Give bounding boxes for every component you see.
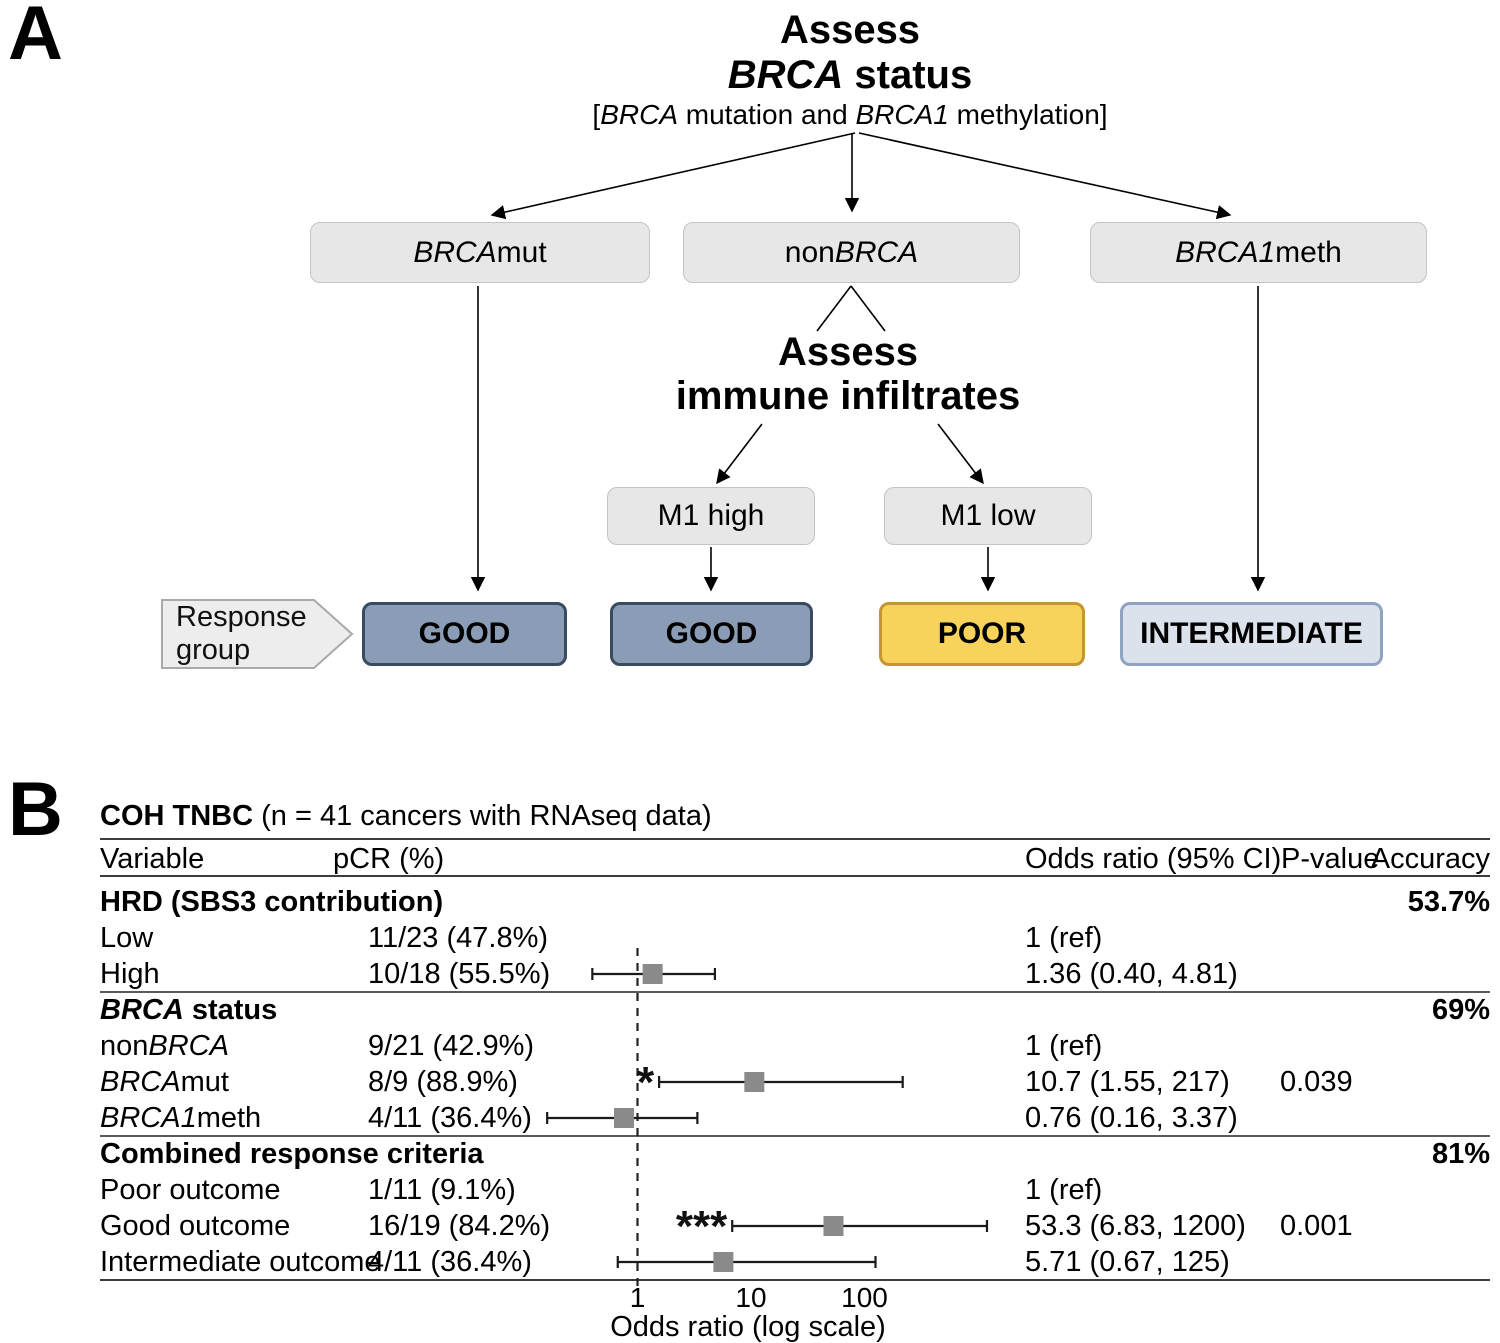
pcr-cell: 4/11 (36.4%) — [368, 1102, 532, 1134]
arrow-to-m1low — [937, 423, 984, 485]
variable-cell: Combined response criteria — [100, 1138, 484, 1170]
col-header-variable: Variable — [100, 843, 205, 875]
variable-cell: BRCA status — [100, 994, 278, 1026]
accuracy-cell: 81% — [1431, 1138, 1490, 1170]
table-body: HRD (SBS3 contribution) 53.7% Low 11/23 (47… — [100, 884, 1490, 1280]
variable-cell: High — [100, 958, 160, 990]
col-header-pcr: pCR (%) — [333, 843, 445, 875]
table-title: COH TNBC (n = 41 cancers with RNAseq dat… — [100, 800, 712, 832]
col-header-odds-ratio: Odds ratio (95% CI) — [1025, 843, 1282, 875]
section-rule-1 — [100, 991, 1490, 993]
odds-ratio-cell: 5.71 (0.67, 125) — [1025, 1246, 1230, 1278]
accuracy-cell: 53.7% — [1407, 886, 1490, 918]
variable-cell: nonBRCA — [100, 1030, 229, 1062]
odds-ratio-cell: 0.76 (0.16, 3.37) — [1025, 1102, 1238, 1134]
panel-a-title: Assess BRCA status — [550, 8, 1150, 98]
outcome-good-2: GOOD — [610, 602, 813, 666]
outcome-intermediate: INTERMEDIATE — [1120, 602, 1383, 666]
odds-ratio-cell: 1.36 (0.40, 4.81) — [1025, 958, 1238, 990]
section-rule-2 — [100, 1135, 1490, 1137]
table-row: HRD (SBS3 contribution) 53.7% — [100, 884, 1490, 920]
table-header-row: Variable pCR (%) Odds ratio (95% CI) P-v… — [100, 843, 1490, 876]
variable-cell: BRCA1meth — [100, 1102, 262, 1134]
table-row: nonBRCA 9/21 (42.9%) 1 (ref) — [100, 1028, 1490, 1064]
pcr-cell: 4/11 (36.4%) — [368, 1246, 532, 1278]
pcr-cell: 11/23 (47.8%) — [368, 922, 549, 954]
table-row: Poor outcome 1/11 (9.1%) 1 (ref) — [100, 1172, 1490, 1208]
odds-ratio-cell: 1 (ref) — [1025, 1174, 1103, 1206]
arrow-to-brca1meth — [858, 132, 1232, 220]
branch-line-left — [816, 285, 852, 332]
axis-tick-label: 10 — [735, 1282, 767, 1313]
outcome-poor: POOR — [879, 602, 1085, 666]
variable-cell: Low — [100, 922, 154, 954]
panel-a-label: A — [8, 0, 63, 76]
outcome-good-1: GOOD — [362, 602, 567, 666]
pcr-cell: 8/9 (88.9%) — [368, 1066, 518, 1098]
table-row: Low 11/23 (47.8%) 1 (ref) — [100, 920, 1490, 956]
table-row: High 10/18 (55.5%) 1.36 (0.40, 4.81) — [100, 956, 1490, 992]
variable-cell: HRD (SBS3 contribution) — [100, 886, 444, 918]
odds-ratio-cell: 1 (ref) — [1025, 1030, 1103, 1062]
panel-a-subtitle: [BRCA mutation and BRCA1 methylation] — [592, 99, 1108, 130]
col-header-accuracy: Accuracy — [1370, 843, 1490, 875]
pcr-cell: 16/19 (84.2%) — [368, 1210, 551, 1242]
col-header-pvalue: P-value — [1281, 843, 1380, 875]
title-line2: BRCA status — [727, 53, 973, 97]
variable-cell: Intermediate outcome — [100, 1246, 381, 1278]
node-m1-low: M1 low — [884, 487, 1092, 545]
table-row: Combined response criteria 81% — [100, 1136, 1490, 1172]
branch-line-right — [850, 285, 886, 332]
pcr-cell: 10/18 (55.5%) — [368, 958, 551, 990]
table-header-rule — [100, 875, 1490, 877]
arrow-to-m1high — [716, 423, 763, 485]
odds-ratio-cell: 1 (ref) — [1025, 922, 1103, 954]
axis-tick-label: 100 — [841, 1282, 888, 1313]
pvalue-cell: 0.001 — [1280, 1210, 1353, 1242]
forest-axis-label: Odds ratio (log scale) — [610, 1311, 886, 1343]
variable-cell: Poor outcome — [100, 1174, 281, 1206]
table-row: BRCAmut 8/9 (88.9%) 10.7 (1.55, 217) 0.039 — [100, 1064, 1490, 1100]
odds-ratio-cell: 10.7 (1.55, 217) — [1025, 1066, 1230, 1098]
response-group-label: Response group — [176, 601, 307, 666]
immune-infiltrates-title: Assess immune infiltrates — [675, 330, 1021, 418]
table-row: BRCA1meth 4/11 (36.4%) 0.76 (0.16, 3.37) — [100, 1100, 1490, 1136]
variable-cell: Good outcome — [100, 1210, 291, 1242]
accuracy-cell: 69% — [1431, 994, 1490, 1026]
pcr-cell: 1/11 (9.1%) — [368, 1174, 516, 1206]
node-m1-high: M1 high — [607, 487, 815, 545]
title-line1: Assess — [779, 8, 921, 52]
axis-tick-label: 1 — [629, 1282, 646, 1313]
table-row: Good outcome 16/19 (84.2%) 53.3 (6.83, 120… — [100, 1208, 1490, 1244]
pcr-cell: 9/21 (42.9%) — [368, 1030, 535, 1062]
arrow-to-brcamut — [490, 132, 856, 220]
panel-b-label: B — [8, 767, 63, 852]
pvalue-cell: 0.039 — [1280, 1066, 1353, 1098]
variable-cell: BRCAmut — [100, 1066, 229, 1098]
table-top-rule — [100, 838, 1490, 840]
table-row: BRCA status 69% — [100, 992, 1490, 1028]
table-bottom-rule — [100, 1279, 1490, 1281]
odds-ratio-cell: 53.3 (6.83, 1200) — [1025, 1210, 1246, 1242]
